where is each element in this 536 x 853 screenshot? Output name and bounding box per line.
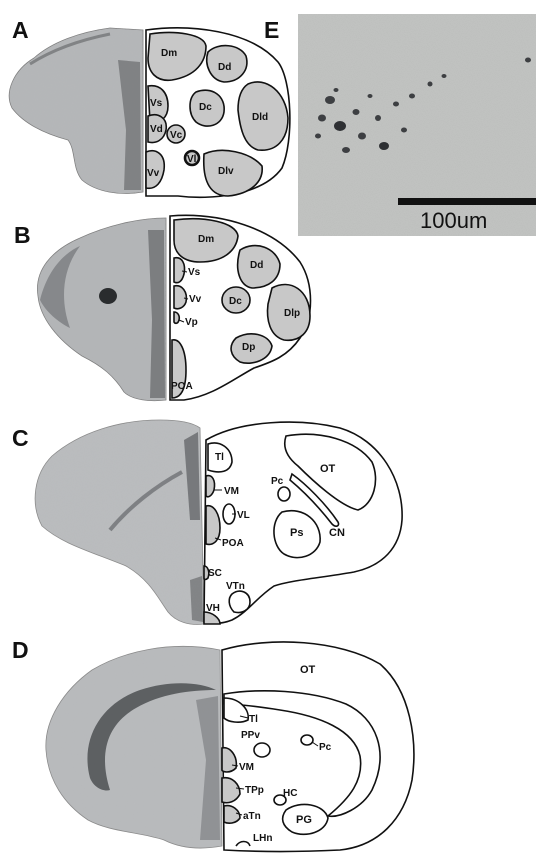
label-dc: Dc — [229, 296, 242, 307]
label-vl: VL — [237, 510, 250, 521]
panel-c-photo — [35, 420, 204, 625]
label-vp: Vp — [185, 317, 198, 328]
label-vtn: VTn — [226, 581, 245, 592]
label-sc: SC — [208, 568, 222, 579]
label-vm: VM — [224, 486, 239, 497]
label-dc: Dc — [199, 102, 212, 113]
label-vl: Vl — [187, 154, 197, 165]
label-ppv: PPv — [241, 730, 260, 741]
label-dm: Dm — [161, 48, 177, 59]
label-ot: OT — [300, 664, 316, 676]
panel-b: B Dm Dd Vs Vv Vp — [14, 215, 311, 400]
region-ppv — [254, 743, 270, 757]
scale-bar-label: 100um — [420, 208, 487, 233]
label-cn: CN — [329, 527, 345, 539]
label-pg: PG — [296, 814, 312, 826]
label-pc: Pc — [271, 476, 284, 487]
panel-letter-d: D — [12, 637, 29, 663]
label-vd: Vd — [150, 124, 163, 135]
label-atn: aTn — [243, 811, 261, 822]
label-hc: HC — [283, 788, 297, 799]
label-ps: Ps — [290, 527, 303, 539]
panel-b-photo — [37, 218, 166, 401]
label-ot: OT — [320, 463, 336, 475]
label-lhn: LHn — [253, 833, 272, 844]
region-vm — [206, 476, 215, 497]
panel-c-schematic — [204, 422, 402, 624]
panel-a: A Dm Dd Vs Dc Dld Vd — [9, 17, 290, 197]
label-tl: Tl — [215, 452, 224, 463]
region-vtn — [229, 591, 250, 612]
label-dm: Dm — [198, 234, 214, 245]
label-vs: Vs — [150, 98, 163, 109]
panel-letter-b: B — [14, 222, 31, 248]
region-pc — [278, 487, 290, 501]
label-pc: Pc — [319, 742, 332, 753]
label-vm: VM — [239, 762, 254, 773]
region-pc — [301, 735, 313, 745]
panel-d-photo — [46, 646, 222, 848]
panel-c: C Tl VM VL — [12, 420, 402, 625]
label-poa: POA — [222, 538, 244, 549]
panel-a-photo — [9, 28, 143, 194]
panel-e: E 100um — [264, 14, 536, 236]
label-poa: POA — [171, 381, 193, 392]
region-vp — [174, 312, 179, 323]
label-vv: Vv — [189, 294, 202, 305]
label-tl: Tl — [249, 714, 258, 725]
label-vv: Vv — [147, 168, 160, 179]
label-dd: Dd — [250, 260, 263, 271]
label-vh: VH — [206, 603, 220, 614]
label-dlp: Dlp — [284, 308, 300, 319]
panel-letter-c: C — [12, 425, 29, 451]
label-dld: Dld — [252, 112, 268, 123]
label-tpp: TPp — [245, 785, 264, 796]
label-vs: Vs — [188, 267, 201, 278]
region-vs — [174, 258, 185, 283]
panel-d: D OT Tl PPv Pc VM — [12, 637, 414, 852]
label-dlv: Dlv — [218, 166, 234, 177]
label-dp: Dp — [242, 342, 255, 353]
panel-letter-a: A — [12, 17, 29, 43]
label-vc: Vc — [170, 130, 183, 141]
panel-letter-e: E — [264, 17, 279, 43]
scale-bar — [398, 198, 536, 205]
label-dd: Dd — [218, 62, 231, 73]
